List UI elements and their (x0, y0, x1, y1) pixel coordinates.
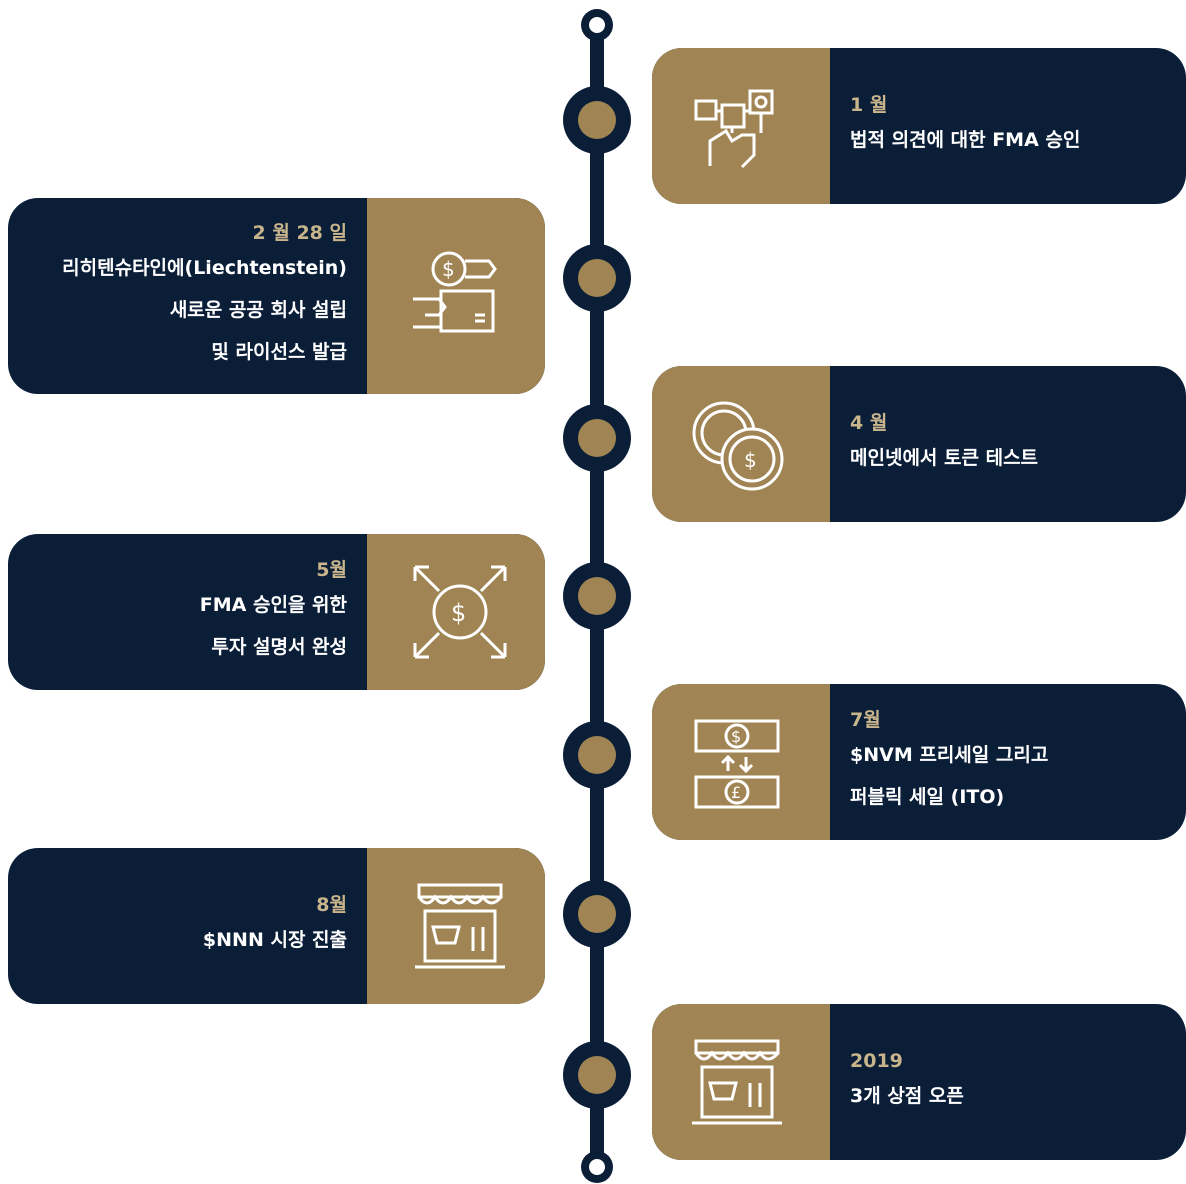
event-description: $NVM 프리세일 그리고 (850, 744, 1049, 766)
expand-dollar-icon: $ (413, 565, 507, 659)
icon-panel (652, 48, 830, 204)
event-description: FMA 승인을 위한 (199, 594, 347, 616)
event-date: 1 월 (850, 94, 888, 116)
icon-panel: $ (652, 366, 830, 522)
timeline-event-1: 1 월 법적 의견에 대한 FMA 승인 (652, 48, 1186, 204)
icon-panel (367, 848, 545, 1004)
event-description: 투자 설명서 완성 (211, 636, 347, 658)
svg-text:$: $ (744, 448, 757, 472)
timeline-event-6: 8월 $NNN 시장 진출 (8, 848, 545, 1004)
svg-text:$: $ (451, 599, 466, 627)
event-description: 및 라이선스 발급 (211, 341, 347, 363)
event-date: 2019 (850, 1050, 903, 1072)
svg-text:£: £ (731, 783, 741, 802)
event-description: 3개 상점 오픈 (850, 1085, 964, 1107)
coins-icon: $ (692, 401, 784, 491)
event-description: 퍼블릭 세일 (ITO) (850, 786, 1005, 808)
timeline-event-4: $ 5월 FMA 승인을 위한 투자 설명서 완성 (8, 534, 545, 690)
shop-icon (415, 883, 505, 969)
event-description: 메인넷에서 토큰 테스트 (850, 447, 1039, 469)
social-media-hand-icon (694, 89, 774, 169)
timeline-event-7: 2019 3개 상점 오픈 (652, 1004, 1186, 1160)
event-date: 4 월 (850, 412, 888, 434)
icon-panel (652, 1004, 830, 1160)
icon-panel: $ £ (652, 684, 830, 840)
svg-text:$: $ (731, 727, 741, 746)
event-description: $NNN 시장 진출 (202, 929, 347, 951)
event-description: 리히텐슈타인에(Liechtenstein) (62, 257, 347, 279)
event-description: 법적 의견에 대한 FMA 승인 (850, 129, 1081, 151)
svg-text:$: $ (442, 257, 455, 281)
currency-exchange-icon: $ £ (694, 719, 780, 809)
icon-panel: $ (367, 198, 545, 394)
coin-transfer-icon: $ (413, 251, 497, 333)
event-date: 2 월 28 일 (252, 222, 347, 244)
timeline-nodes (563, 86, 631, 1109)
timeline-event-3: $ 4 월 메인넷에서 토큰 테스트 (652, 366, 1186, 522)
icon-panel: $ (367, 534, 545, 690)
shop-icon (692, 1039, 782, 1125)
event-date: 5월 (316, 559, 347, 581)
timeline-event-5: $ £ 7월 $NVM 프리세일 그리고 퍼블릭 세일 (ITO) (652, 684, 1186, 840)
timeline-event-2: $ 2 월 28 일 리히텐슈타인에(Liechtenstein) 새로운 공공… (8, 198, 545, 394)
event-description: 새로운 공공 회사 설립 (169, 299, 347, 321)
event-date: 7월 (850, 709, 881, 731)
event-date: 8월 (316, 894, 347, 916)
